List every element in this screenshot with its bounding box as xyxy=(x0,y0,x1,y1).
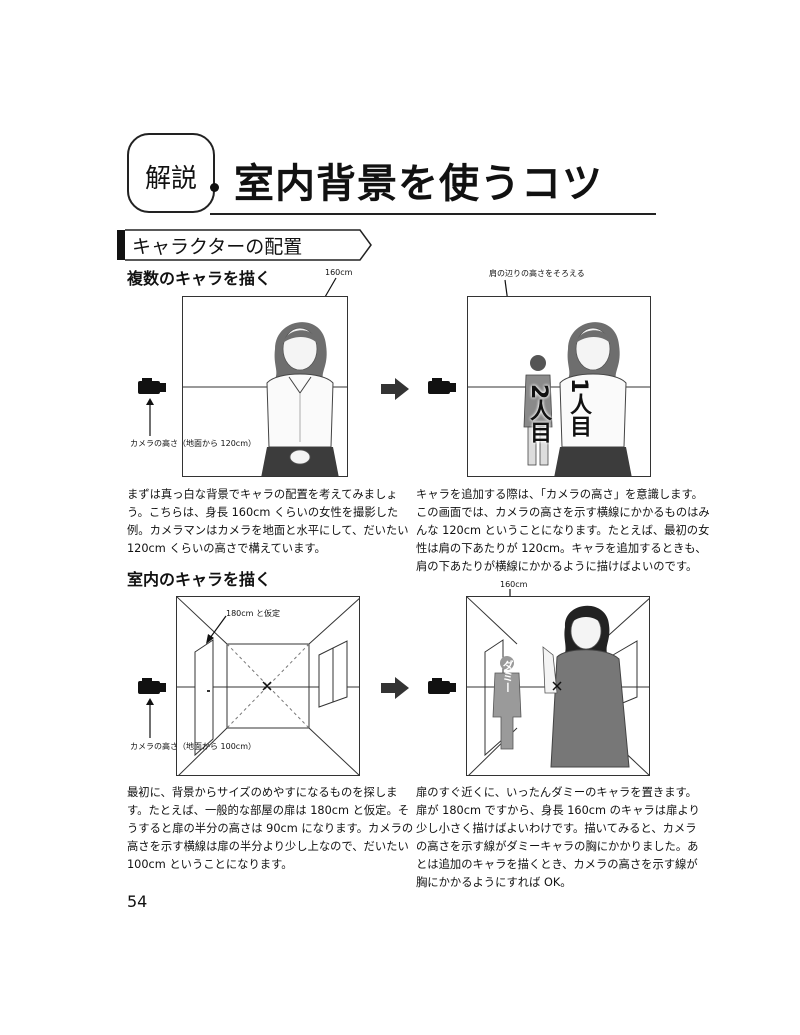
camera-leader xyxy=(146,698,154,738)
header-dot xyxy=(210,183,219,192)
arrow-right-icon xyxy=(381,378,409,400)
chest-height-mark xyxy=(552,681,562,691)
section-title: キャラクターの配置 xyxy=(132,236,303,258)
page-title: 室内背景を使うコツ xyxy=(234,161,603,207)
camera-icon xyxy=(138,378,166,394)
section-bar xyxy=(117,229,372,261)
two-characters-illustration xyxy=(468,322,650,476)
arrow-right-icon xyxy=(381,677,409,699)
camera-height-label-100: カメラの高さ（地面から 100cm） xyxy=(130,742,257,751)
camera-icon xyxy=(138,678,166,694)
height-label-160-indoor: 160cm xyxy=(500,580,528,589)
paragraph-part1-right: キャラを追加する際は、「カメラの高さ」を意識します。 この画面では、カメラの高さ… xyxy=(416,488,710,573)
panel-two-characters xyxy=(467,296,651,477)
subheading-multiple-characters: 複数のキャラを描く xyxy=(127,269,272,288)
room-character-illustration xyxy=(467,597,649,775)
camera-height-label-120: カメラの高さ（地面から 120cm） xyxy=(130,439,257,448)
first-character-label: 1人目 xyxy=(566,378,591,438)
header-rule xyxy=(210,213,656,215)
paragraph-part2-right: 扉のすぐ近くに、いったんダミーのキャラを置きます。 扉が 180cm ですから、… xyxy=(416,786,700,889)
panel-single-character xyxy=(182,296,348,477)
header-tag: 解説 xyxy=(144,164,197,194)
second-character-label: 2人目 xyxy=(526,384,551,444)
room-illustration xyxy=(177,597,359,775)
vanishing-point-mark xyxy=(262,681,272,691)
door-leader xyxy=(206,615,227,644)
door-height-label: 180cm と仮定 xyxy=(226,609,281,618)
paragraph-part1-left: まずは真っ白な背景でキャラの配置を考えてみましょ う。こちらは、身長 160cm… xyxy=(127,488,409,555)
shoulder-label: 肩の辺りの高さをそろえる xyxy=(489,269,585,278)
header-tag-box xyxy=(127,133,215,213)
paragraph-part2-left: 最初に、背景からサイズのめやすになるものを探しま す。たとえば、一般的な部屋の扉… xyxy=(127,786,414,871)
subheading-indoor-characters: 室内のキャラを描く xyxy=(127,570,272,589)
woman-illustration xyxy=(183,322,347,476)
camera-icon xyxy=(428,678,456,694)
page-number: 54 xyxy=(127,892,148,911)
panel-room-with-character xyxy=(466,596,650,776)
camera-leader xyxy=(146,398,154,436)
dummy-label: ダミー xyxy=(501,660,514,693)
height-label-160: 160cm xyxy=(325,268,353,277)
camera-icon xyxy=(428,378,456,394)
